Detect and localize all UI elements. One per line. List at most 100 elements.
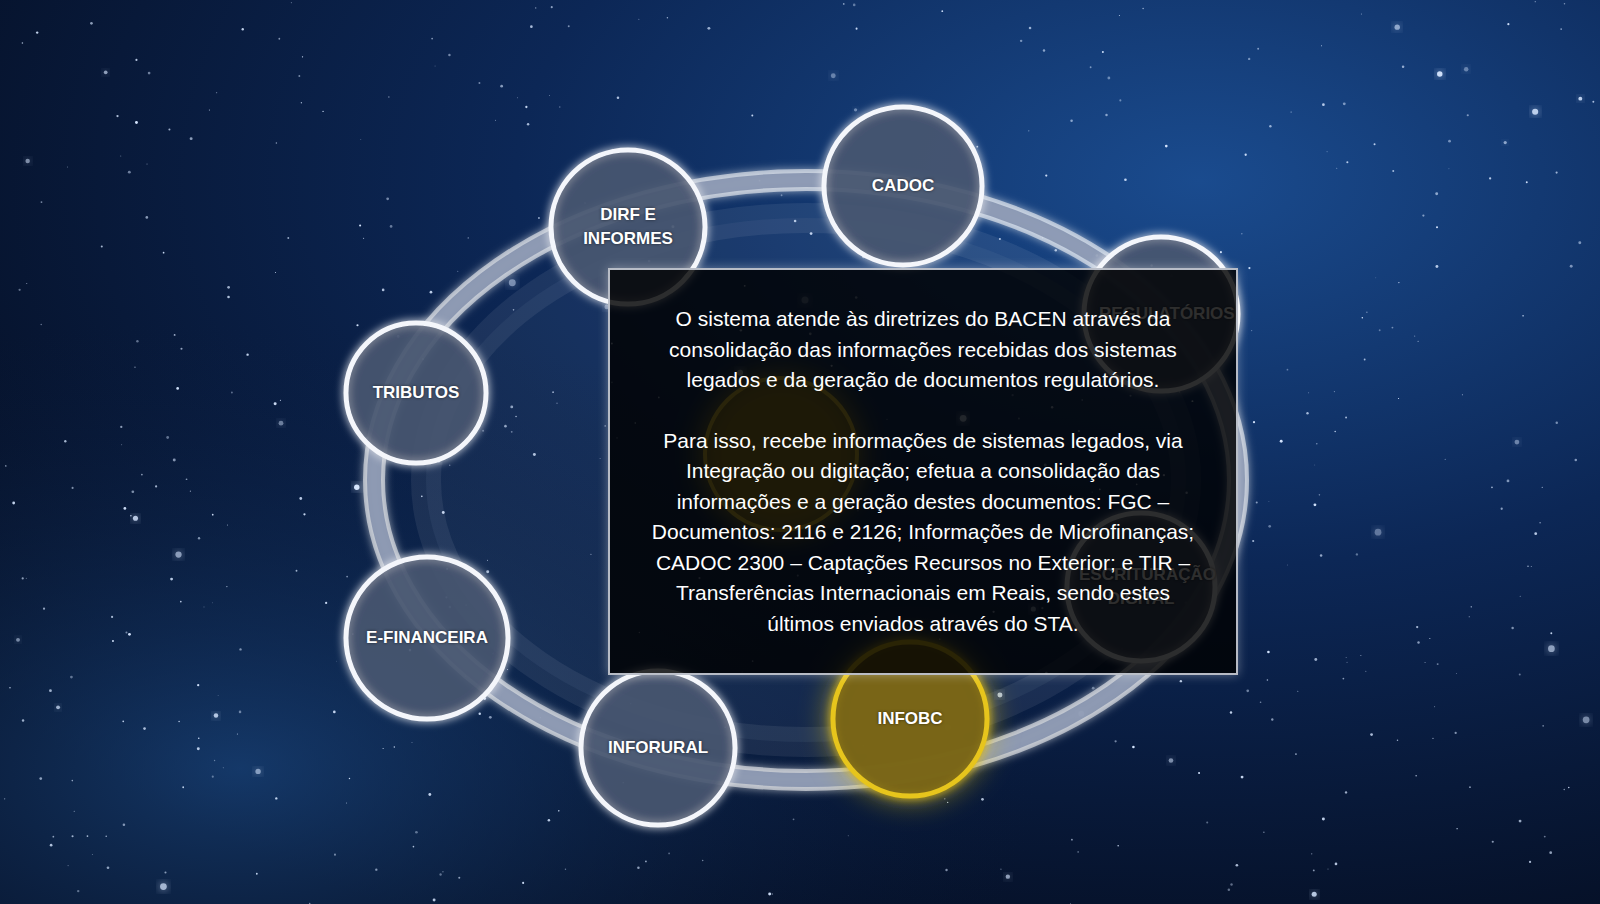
star bbox=[1102, 51, 1104, 53]
star bbox=[1336, 168, 1337, 169]
star bbox=[1260, 701, 1262, 703]
star bbox=[667, 17, 668, 18]
star bbox=[1090, 66, 1092, 68]
star bbox=[457, 271, 458, 272]
star bbox=[67, 166, 69, 168]
star bbox=[1124, 178, 1127, 181]
star bbox=[1028, 130, 1029, 131]
star bbox=[212, 776, 214, 778]
star bbox=[434, 65, 436, 67]
star bbox=[239, 648, 241, 650]
star bbox=[772, 893, 774, 895]
star bbox=[354, 485, 359, 490]
star bbox=[72, 835, 74, 837]
star bbox=[645, 861, 647, 863]
star bbox=[1402, 65, 1405, 68]
star bbox=[275, 797, 277, 799]
star bbox=[120, 426, 122, 428]
star bbox=[944, 798, 945, 799]
star bbox=[1020, 40, 1022, 42]
star bbox=[1334, 391, 1335, 392]
star bbox=[41, 201, 43, 203]
star bbox=[854, 108, 857, 111]
star bbox=[1346, 161, 1348, 163]
star bbox=[1268, 525, 1271, 528]
star bbox=[1314, 658, 1317, 661]
node-label: E-FINANCEIRA bbox=[366, 626, 488, 650]
star bbox=[1568, 787, 1569, 788]
star bbox=[22, 42, 24, 44]
star bbox=[1544, 836, 1546, 838]
star bbox=[1006, 874, 1010, 878]
star bbox=[68, 865, 69, 866]
star bbox=[522, 882, 524, 884]
star bbox=[1169, 758, 1174, 763]
star bbox=[287, 237, 289, 239]
star bbox=[507, 669, 508, 670]
star bbox=[1455, 732, 1457, 734]
star bbox=[1364, 359, 1366, 361]
star bbox=[9, 687, 11, 689]
star bbox=[1360, 654, 1362, 656]
star bbox=[1314, 464, 1316, 466]
star bbox=[25, 159, 29, 163]
star bbox=[128, 171, 131, 174]
star bbox=[1507, 23, 1509, 25]
star bbox=[1578, 241, 1581, 244]
star bbox=[1346, 661, 1348, 663]
star bbox=[91, 854, 93, 856]
node-label: DIRF E INFORMES bbox=[566, 203, 690, 251]
star bbox=[1078, 851, 1079, 852]
star bbox=[1356, 553, 1358, 555]
star bbox=[180, 348, 182, 350]
star bbox=[1437, 71, 1442, 76]
star bbox=[1230, 883, 1232, 885]
star bbox=[478, 82, 480, 84]
star bbox=[186, 478, 188, 480]
star bbox=[1550, 632, 1552, 634]
star bbox=[349, 778, 350, 779]
star bbox=[1322, 818, 1325, 821]
star bbox=[1578, 97, 1582, 101]
star bbox=[1365, 670, 1367, 672]
star bbox=[49, 689, 52, 692]
star bbox=[394, 746, 395, 747]
star bbox=[227, 286, 230, 289]
star bbox=[1370, 733, 1373, 736]
star bbox=[299, 497, 302, 500]
star bbox=[1519, 674, 1521, 676]
star bbox=[1522, 315, 1524, 317]
star bbox=[1267, 679, 1269, 681]
star bbox=[1530, 566, 1532, 568]
star bbox=[1297, 691, 1298, 692]
star bbox=[1267, 651, 1270, 654]
star bbox=[1263, 831, 1265, 833]
star bbox=[1542, 725, 1544, 727]
star bbox=[1429, 638, 1430, 639]
star bbox=[133, 516, 138, 521]
star bbox=[64, 440, 66, 442]
star bbox=[322, 111, 323, 112]
star bbox=[1556, 421, 1558, 423]
star bbox=[1246, 689, 1249, 692]
node-label: CADOC bbox=[872, 174, 934, 198]
star bbox=[217, 695, 219, 697]
star bbox=[227, 296, 230, 299]
star bbox=[1252, 540, 1254, 542]
star bbox=[87, 835, 89, 837]
star bbox=[527, 123, 529, 125]
star bbox=[237, 733, 238, 734]
star bbox=[1114, 740, 1116, 742]
star bbox=[125, 631, 127, 633]
star bbox=[1180, 680, 1182, 682]
star bbox=[1334, 431, 1336, 433]
star bbox=[168, 128, 170, 130]
star bbox=[190, 137, 193, 140]
star bbox=[4, 798, 5, 799]
star bbox=[1345, 417, 1347, 419]
star bbox=[415, 831, 418, 834]
star bbox=[255, 769, 260, 774]
star bbox=[1467, 114, 1469, 116]
